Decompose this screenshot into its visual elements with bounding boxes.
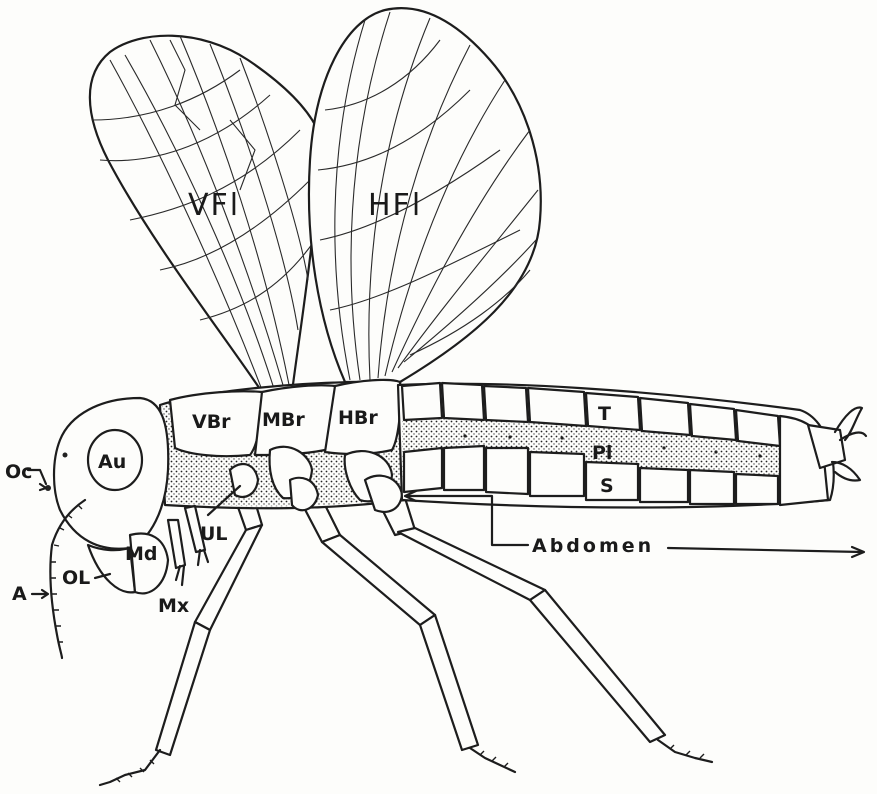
label-oc: Oc xyxy=(5,461,32,483)
label-t: T xyxy=(598,403,611,425)
label-vbr: VBr xyxy=(192,411,231,433)
label-abdomen: Abdomen xyxy=(532,535,654,557)
label-mx: Mx xyxy=(158,595,189,617)
label-ul: UL xyxy=(200,523,228,545)
label-mbr: MBr xyxy=(262,409,305,431)
thorax xyxy=(160,380,405,512)
label-hbr: HBr xyxy=(338,407,378,429)
hind-wing xyxy=(309,8,541,382)
oc-arrowhead xyxy=(40,484,46,490)
label-pl: Pl xyxy=(592,442,612,464)
label-ol: OL xyxy=(62,567,90,589)
label-vfl: VFl xyxy=(188,188,240,223)
label-md: Md xyxy=(125,543,158,565)
abdomen-body xyxy=(398,383,866,508)
label-hfl: HFl xyxy=(368,188,422,223)
label-s: S xyxy=(600,475,614,497)
label-a: A xyxy=(12,583,27,605)
label-au: Au xyxy=(98,451,126,473)
